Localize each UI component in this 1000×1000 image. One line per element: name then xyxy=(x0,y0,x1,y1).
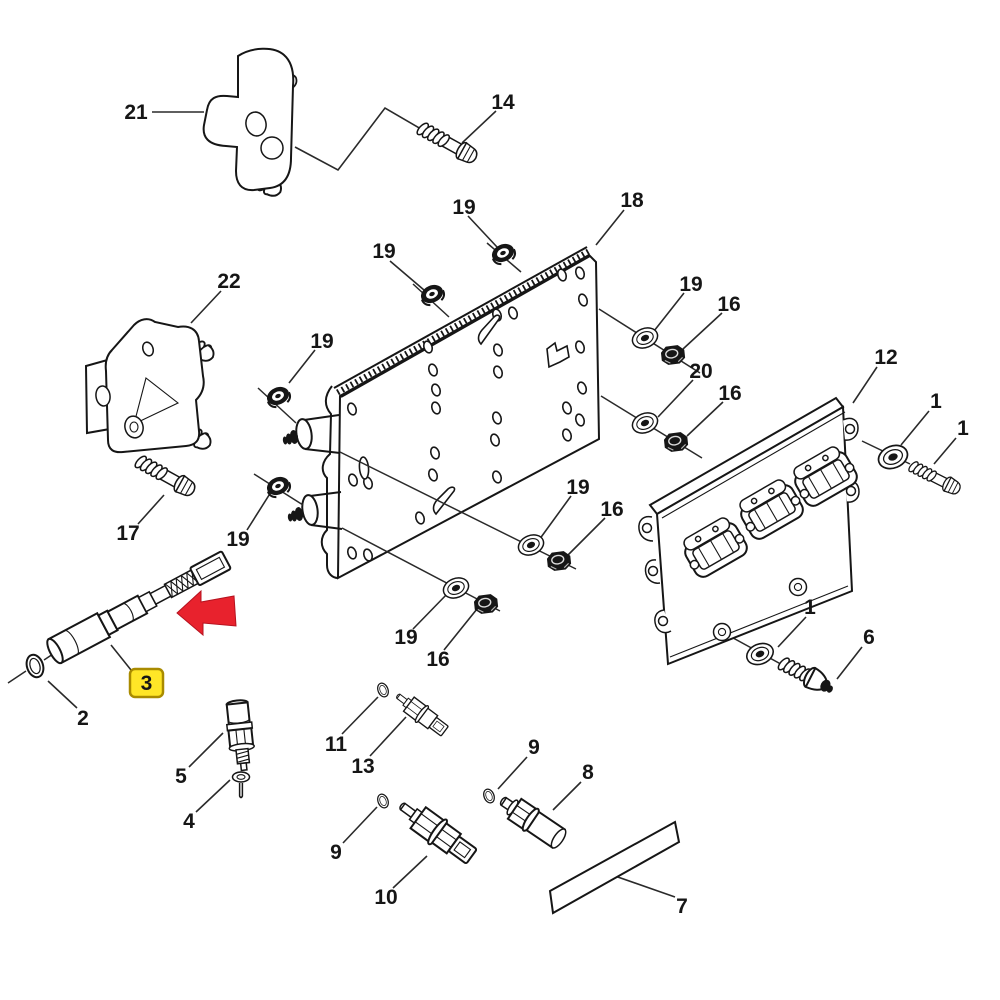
grommet-19-left-a xyxy=(263,382,294,411)
callout-16-a: 16 xyxy=(717,293,740,316)
callout-10: 10 xyxy=(374,886,397,909)
washer-20 xyxy=(628,408,662,438)
callout-7: 7 xyxy=(676,895,688,918)
callout-14: 14 xyxy=(491,91,515,114)
callout-19-g: 19 xyxy=(394,626,417,649)
callout-4: 4 xyxy=(183,810,195,833)
bracket-22-flange-hole xyxy=(95,385,111,407)
ecm-bottom-hole-a xyxy=(712,622,732,642)
nut-16-right-a xyxy=(659,343,687,367)
screw-6 xyxy=(774,653,833,693)
sensor-13 xyxy=(396,693,449,737)
callout-19-f: 19 xyxy=(566,476,589,499)
callout-21: 21 xyxy=(124,101,148,124)
callout-6: 6 xyxy=(863,626,875,649)
standoff-bushing-top xyxy=(282,414,341,454)
callout-19-a: 19 xyxy=(452,196,475,219)
washer-19-lower-b xyxy=(439,573,473,603)
sensor-5 xyxy=(225,699,255,772)
oring-2 xyxy=(22,651,48,681)
mounting-plate-18 xyxy=(282,246,601,580)
callout-3: 3 xyxy=(141,672,153,695)
washer-1-bottom xyxy=(742,638,778,670)
plate-hatched-edge xyxy=(336,248,590,396)
callout-9-b: 9 xyxy=(330,841,342,864)
washer-1-top xyxy=(874,440,912,474)
callout-19-b: 19 xyxy=(372,240,395,263)
sensor-harness-3 xyxy=(46,550,232,665)
callout-19-e: 19 xyxy=(226,528,249,551)
callout-labels: 21 14 19 18 22 19 19 19 16 12 1 1 20 16 … xyxy=(77,91,969,918)
highlight-box xyxy=(128,667,165,699)
standoff-bushing-bottom xyxy=(287,491,343,530)
callout-22: 22 xyxy=(217,270,240,293)
ecm-module-12 xyxy=(638,396,863,666)
callout-16-b: 16 xyxy=(718,382,741,405)
harness-connector xyxy=(189,550,232,586)
bracket-21 xyxy=(202,47,301,201)
bracket-to-bolt-zigzag-line xyxy=(294,106,422,172)
callout-9-a: 9 xyxy=(528,736,540,759)
callout-16-c: 16 xyxy=(600,498,623,521)
bolt-17 xyxy=(132,452,198,500)
plate-face xyxy=(336,253,601,580)
callout-18: 18 xyxy=(620,189,644,212)
plate-left-arm xyxy=(320,385,339,579)
nut-16-right-b xyxy=(662,430,690,454)
callout-19-d: 19 xyxy=(679,273,702,296)
bracket-21-notch xyxy=(260,136,284,160)
callout-1-c: 1 xyxy=(804,596,816,619)
callout-20: 20 xyxy=(689,360,712,383)
callout-16-d: 16 xyxy=(426,648,449,671)
nut-16-lower-b xyxy=(472,592,500,616)
callout-8: 8 xyxy=(582,761,594,784)
callout-5: 5 xyxy=(175,765,187,788)
oring-11 xyxy=(375,680,391,700)
highlighted-callout-3: 3 xyxy=(128,667,165,699)
callout-17: 17 xyxy=(116,522,139,545)
bracket-22-bend-line xyxy=(133,377,180,426)
highlight-arrow-icon xyxy=(176,589,237,637)
callout-2: 2 xyxy=(77,707,89,730)
callout-1-a: 1 xyxy=(930,390,942,413)
plate-l-cutout xyxy=(546,341,570,369)
callout-leader-lines xyxy=(47,110,957,898)
ecm-bottom-hole-b xyxy=(788,577,808,597)
bracket-22-hole xyxy=(141,341,155,357)
bolt-14 xyxy=(414,119,480,167)
callout-11: 11 xyxy=(325,733,348,756)
oring-9-left xyxy=(375,791,391,811)
callout-13: 13 xyxy=(351,755,374,778)
callout-12: 12 xyxy=(874,346,897,369)
washer-pin-4 xyxy=(231,771,251,799)
callout-19-c: 19 xyxy=(310,330,333,353)
callout-1-b: 1 xyxy=(957,417,969,440)
bracket-21-hole xyxy=(245,111,267,137)
grommet-19-top-a xyxy=(417,280,448,309)
grommet-19-top-b xyxy=(488,239,519,268)
nut-16-lower-a xyxy=(545,549,573,573)
strip-7 xyxy=(548,820,681,915)
oring-9-right xyxy=(481,786,497,806)
sensor-10 xyxy=(399,802,478,865)
plate-corner-cutout xyxy=(432,486,456,516)
sensor-8 xyxy=(499,796,567,849)
bracket-22 xyxy=(84,318,218,454)
plate-triangle-cutout xyxy=(477,314,501,346)
